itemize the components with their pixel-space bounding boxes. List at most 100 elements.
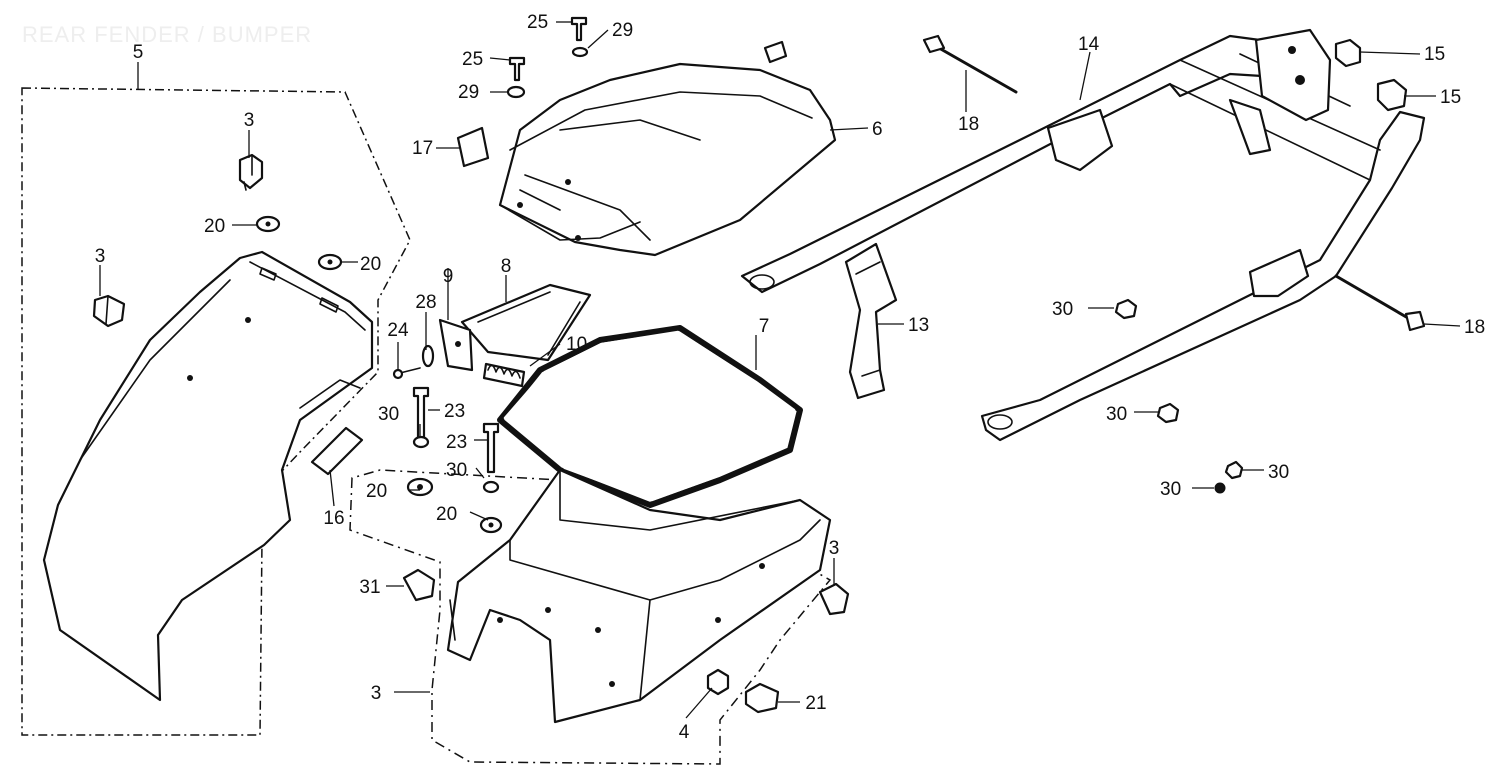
plate-8-inner [477,291,581,356]
seat-hole [575,235,581,241]
callout-16: 16 [323,508,344,529]
callout-20: 20 [204,216,225,237]
callout-7: 7 [759,316,770,337]
callout-5: 5 [133,42,144,63]
callout-21: 4 [679,722,690,743]
callout-18: 18 [1464,317,1485,338]
bolt-18-icon [1334,274,1410,320]
fender-edge [79,261,366,461]
callout-9: 9 [443,266,454,287]
callout-14: 14 [1078,34,1100,55]
washer-icon [571,46,589,58]
callout-3: 3 [829,538,840,559]
bumper-14 [740,34,1274,294]
nut-15-icon [1376,78,1408,112]
callout-3: 31 [359,577,380,598]
callout-10: 10 [566,334,587,355]
callout-30: 30 [378,404,399,425]
washer-hole [488,522,494,528]
seat-hole [565,179,571,185]
housing-hole [609,681,615,687]
housing-hole [545,607,551,613]
spring-10 [487,364,521,379]
stay-13 [844,242,898,400]
washer-icon [506,85,526,99]
callout-30: 30 [1268,462,1289,483]
clip-nut-icon [744,682,780,714]
clip-nut-detail [243,154,253,191]
callout-30: 30 [446,460,467,481]
callout-18: 18 [958,114,979,135]
callout-4: 3 [371,683,382,704]
mount-hole [1295,75,1305,85]
leader-lines [99,21,1461,719]
callout-29: 29 [612,20,633,41]
seat-tray-rim [509,91,813,241]
decal-label-17 [456,126,490,168]
bumper-end-hole [987,414,1013,430]
bolt-head [392,368,404,380]
callout-3: 21 [805,693,826,714]
nut-30-icon [1156,402,1180,424]
clip-nut-icon [818,582,850,616]
bracket-hole [455,341,461,347]
nut-31-icon [1214,482,1226,494]
callout-3: 3 [244,110,255,131]
callout-20: 20 [360,254,381,275]
callout-8: 8 [501,256,512,277]
callout-17: 17 [412,138,433,159]
clip-nut-icon [92,294,126,328]
callout-24: 24 [387,320,409,341]
diagram-title: REAR FENDER / BUMPER [22,22,313,47]
housing-hole [497,617,503,623]
callout-3: 3 [95,246,106,267]
callout-25: 25 [527,12,548,33]
housing-4-edges [449,469,821,701]
fender-reflector-16 [310,426,364,476]
bolt-18-head [1404,310,1426,332]
callout-23: 23 [444,401,465,422]
housing-hole [759,563,765,569]
rear-fender [42,250,374,702]
housing-4-group-boundary [349,469,832,765]
callout-30: 30 [1106,404,1127,425]
screw-icon [508,56,526,82]
callout-25: 25 [462,49,483,70]
washer-hole [265,221,271,227]
callout-6: 6 [872,119,883,140]
nut-21-icon [706,668,730,696]
callout-20: 20 [366,481,387,502]
callout-29: 29 [458,82,479,103]
washer-hole [327,259,333,265]
nut-30-icon [1224,460,1244,480]
bolt-18-icon [930,42,1018,94]
seat-tab [763,40,788,64]
plate-8 [460,283,592,362]
nut-15-icon [1334,38,1362,68]
bumper-bracket-low [1248,248,1310,298]
clip-nut-detail [105,295,109,325]
washer-icon [482,480,500,494]
bumper-bracket-center [1228,98,1272,156]
fender-slot-2 [319,297,339,313]
frame-7 [497,325,803,508]
bolt-18-head [922,34,946,54]
bumper-bracket-left [1046,108,1114,172]
nut-30-icon [1114,298,1138,320]
stay-13-detail [855,261,881,377]
callout-20: 20 [436,504,457,525]
clip-nut-icon [238,153,264,190]
housing-4 [446,468,832,724]
housing-hole [715,617,721,623]
fender-hole-1 [245,317,251,323]
mount-hole [1288,46,1296,54]
washer-icon [412,435,430,449]
seat-tray [498,62,837,257]
bumper-end-hole [749,274,775,290]
bolt-23-icon [482,422,500,474]
fender-slot-1 [259,267,277,281]
callout-23: 23 [446,432,467,453]
callout-13: 13 [908,315,929,336]
callout-30: 30 [1052,299,1073,320]
